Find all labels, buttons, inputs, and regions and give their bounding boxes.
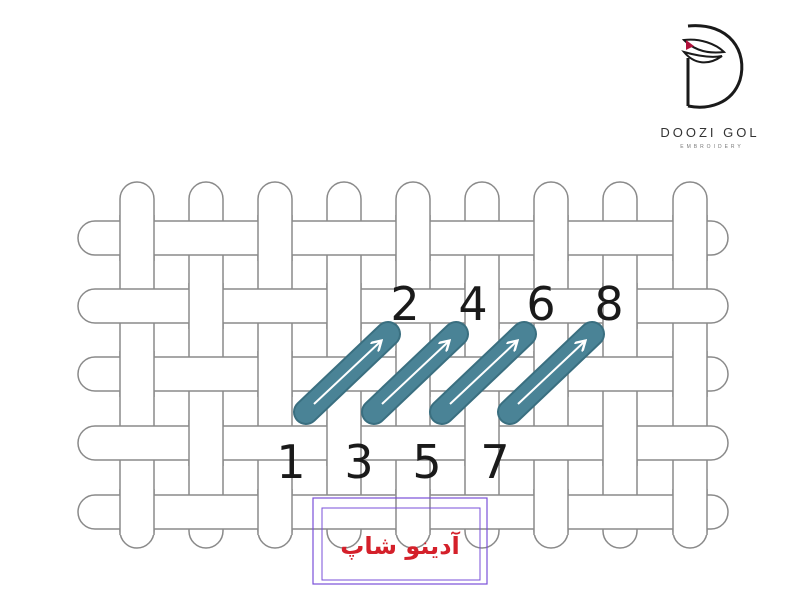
label-bottom-4: 7 <box>480 435 509 489</box>
warp-over-segment <box>465 283 499 329</box>
weft-thread <box>77 288 729 324</box>
warp-over-segment <box>534 215 568 261</box>
weave-overlaps <box>119 215 708 535</box>
warp-over-segment <box>327 283 361 329</box>
warp-over-segment <box>534 489 568 535</box>
warp-over-segment <box>673 489 707 535</box>
label-top-4: 8 <box>594 277 623 331</box>
warp-over-segment <box>258 351 292 397</box>
warp-over-segment <box>120 351 154 397</box>
warp-over-segment <box>396 215 430 261</box>
brand-logo: DOOZI GOL EMBROIDERY <box>660 24 759 150</box>
watermark-frame <box>312 497 488 585</box>
label-bottom-3: 5 <box>412 435 441 489</box>
label-top-3: 6 <box>526 277 555 331</box>
warp-over-segment <box>120 215 154 261</box>
warp-over-segment <box>673 351 707 397</box>
brand-name: DOOZI GOL <box>660 125 759 140</box>
label-top-1: 2 <box>390 277 419 331</box>
warp-over-segment <box>465 420 499 466</box>
warp-over-segment <box>327 420 361 466</box>
stitch-group <box>293 321 605 425</box>
stitch-direction-arrow-icon <box>381 342 448 405</box>
warp-over-segment <box>603 283 637 329</box>
warp-over-segment <box>396 489 430 535</box>
brand-emblem-icon <box>681 24 744 109</box>
label-top-2: 4 <box>458 277 487 331</box>
bottom-labels: 1 3 5 7 <box>276 435 509 489</box>
warp-over-segment <box>120 489 154 535</box>
warp-over-segment <box>258 489 292 535</box>
warp-over-segment <box>603 420 637 466</box>
stitch-direction-arrow-icon <box>313 342 380 405</box>
weft-thread <box>77 425 729 461</box>
warp-over-segment <box>258 215 292 261</box>
stitch-direction-arrow-icon <box>517 342 584 405</box>
watermark-frame-inner <box>321 507 481 581</box>
stitch-direction-arrow-icon <box>449 342 516 405</box>
brand-tagline: EMBROIDERY <box>680 144 744 150</box>
label-bottom-2: 3 <box>344 435 373 489</box>
watermark-text: آدینو شاپ <box>340 531 460 560</box>
top-labels: 2 4 6 8 <box>390 277 623 331</box>
warp-over-segment <box>673 215 707 261</box>
warp-over-segment <box>189 420 223 466</box>
label-bottom-1: 1 <box>276 435 305 489</box>
watermark: آدینو شاپ <box>312 497 488 585</box>
warp-over-segment <box>189 283 223 329</box>
